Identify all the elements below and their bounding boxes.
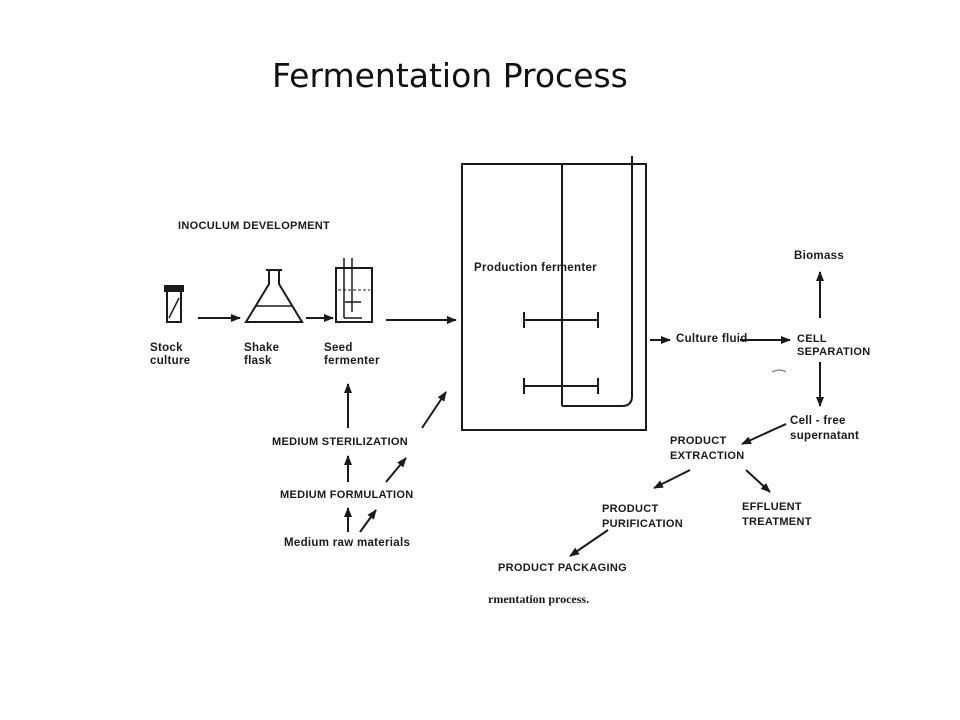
arrow-raw-to-formulation-b bbox=[359, 509, 377, 533]
pencil-mark bbox=[771, 369, 787, 373]
arrow-supernatant-to-extraction bbox=[741, 423, 787, 445]
page-title: Fermentation Process bbox=[272, 56, 628, 95]
stock-culture-tube-icon bbox=[164, 285, 184, 323]
biomass-label: Biomass bbox=[794, 250, 845, 262]
shake-flask-icon bbox=[244, 269, 304, 323]
product-packaging-label: PRODUCT PACKAGING bbox=[498, 562, 627, 574]
figure-caption: rmentation process. bbox=[488, 592, 590, 606]
inoculum-development-label: INOCULUM DEVELOPMENT bbox=[178, 220, 331, 232]
medium-raw-materials-label: Medium raw materials bbox=[284, 537, 411, 549]
medium-formulation-label: MEDIUM FORMULATION bbox=[280, 489, 414, 501]
arrow-formulation-to-production-medium bbox=[385, 457, 407, 483]
production-fermenter-label: Production fermenter bbox=[474, 262, 597, 274]
seed-fermenter-icon bbox=[335, 258, 373, 323]
medium-sterilization-label: MEDIUM STERILIZATION bbox=[272, 436, 408, 448]
culture-fluid-label: Culture fluid bbox=[676, 333, 748, 345]
arrow-extraction-to-effluent bbox=[745, 469, 771, 493]
arrow-purification-to-packaging bbox=[569, 529, 609, 557]
arrow-extraction-to-purification bbox=[653, 469, 691, 489]
production-fermenter-icon bbox=[461, 156, 647, 431]
arrow-sterilization-to-production bbox=[421, 391, 447, 429]
